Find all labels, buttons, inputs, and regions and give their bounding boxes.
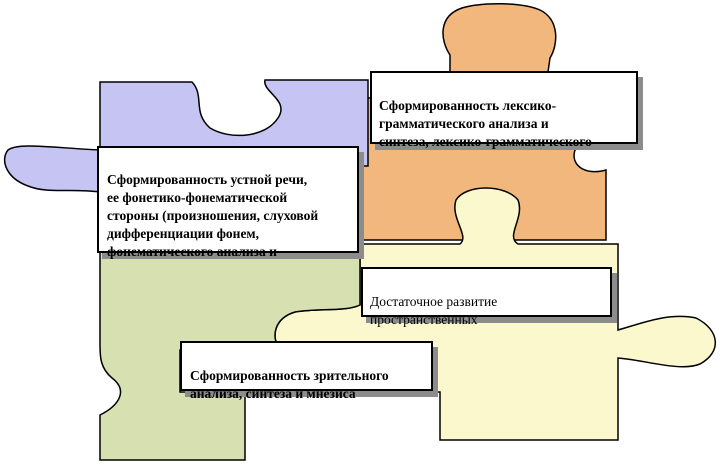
visual-analysis-box: Сформированность зрительного анализа, си… (180, 341, 433, 401)
lexical-grammatical-text: Сформированность лексико- грамматическог… (379, 98, 592, 149)
speech-formation-text: Сформированность устной речи, ее фонетик… (107, 172, 319, 259)
speech-formation-box: Сформированность устной речи, ее фонетик… (97, 146, 359, 259)
spatial-development-text: Достаточное развитие пространственных (370, 294, 498, 327)
spatial-development-box: Достаточное развитие пространственных (361, 267, 612, 327)
green-puzzle-piece (99, 247, 361, 461)
visual-analysis-text: Сформированность зрительного анализа, си… (190, 368, 389, 401)
lexical-grammatical-box: Сформированность лексико- грамматическог… (370, 71, 638, 149)
